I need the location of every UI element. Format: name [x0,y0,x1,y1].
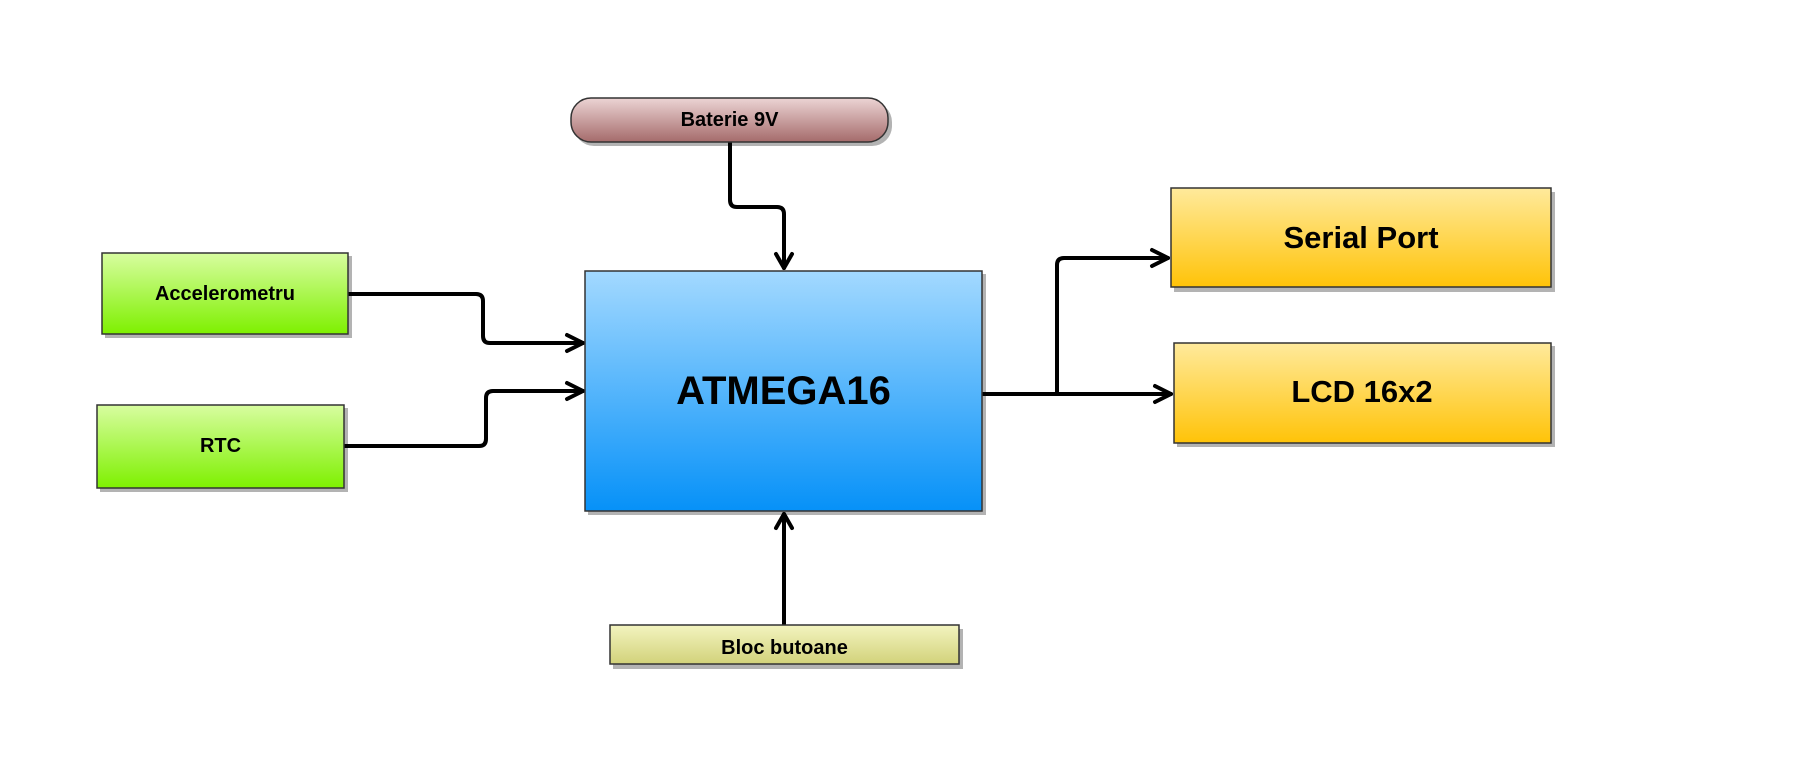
rtc-box [96,404,345,489]
rtc-node: RTC [96,404,345,489]
connector-buttons-to-mcu-arrowhead [774,512,794,530]
connectors [342,140,1173,626]
connector-mcu-to-lcd-arrowhead [1153,384,1173,404]
mcu-box [584,270,983,512]
connector-accelerometer-to-mcu-arrowhead [565,333,585,353]
mcu-node: ATMEGA16 [584,270,983,512]
lcd-box [1173,342,1552,444]
serial-port-label: Serial Port [1283,220,1438,255]
buttons-node: Bloc butoane [609,624,960,665]
connector-accelerometer-to-mcu [346,292,585,345]
connector-battery-to-mcu [728,140,786,270]
battery-label: Baterie 9V [681,109,779,131]
serial-port-node: Serial Port [1170,187,1552,288]
buttons-box [609,624,960,665]
connector-mcu-to-serial [1055,256,1170,396]
mcu-label: ATMEGA16 [676,369,891,413]
accelerometer-box [101,252,349,335]
accelerometer-node: Accelerometru [101,252,349,335]
lcd-label: LCD 16x2 [1291,374,1432,409]
connector-mcu-to-serial-arrowhead [1150,248,1170,268]
battery-node: Baterie 9V [570,97,889,143]
connector-rtc-to-mcu [342,389,585,448]
buttons-label: Bloc butoane [721,637,848,659]
connector-rtc-to-mcu-arrowhead [565,381,585,401]
lcd-node: LCD 16x2 [1173,342,1552,444]
battery-box [570,97,889,143]
serial-port-box [1170,187,1552,288]
accelerometer-label: Accelerometru [155,283,295,305]
connector-battery-to-mcu-arrowhead [774,252,794,270]
rtc-label: RTC [200,435,241,457]
